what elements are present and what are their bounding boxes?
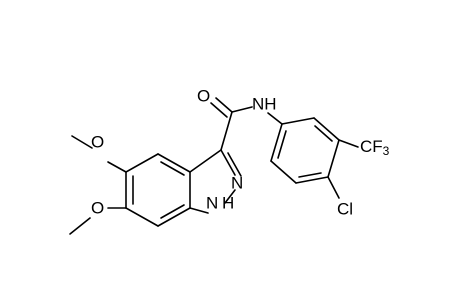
indazole-n1-label: N	[206, 193, 218, 212]
pyrazole-ring	[189, 149, 242, 214]
bond	[281, 117, 315, 125]
bond	[220, 111, 233, 151]
methoxy-oxygen-upper-label: O	[91, 132, 104, 151]
bond	[220, 149, 236, 176]
methyl-bond	[71, 135, 93, 149]
double-bond-inner	[160, 161, 185, 176]
bond	[270, 123, 283, 162]
double-bond-inner	[160, 204, 185, 219]
trifluoromethyl-subscript: 3	[383, 144, 390, 158]
carbonyl-double-bond	[210, 102, 228, 118]
bond	[157, 153, 191, 173]
carbonyl-double-bond	[215, 97, 233, 113]
bond	[224, 189, 236, 204]
methoxy-groups	[69, 135, 127, 235]
carbonyl-oxygen-label: O	[197, 86, 210, 105]
bond	[157, 207, 191, 227]
methoxy-oxygen-lower-label: O	[91, 198, 104, 217]
bond	[313, 117, 340, 141]
bond	[295, 176, 329, 184]
bond	[107, 161, 127, 173]
trifluoromethyl-label: CF3	[360, 137, 390, 158]
bond	[270, 160, 297, 184]
bond	[125, 153, 159, 173]
double-bond-inner	[298, 172, 322, 178]
double-bond-inner	[277, 130, 287, 159]
double-bond-inner	[314, 125, 333, 142]
bond-to-cl	[327, 176, 340, 199]
chlorine-label: Cl	[337, 199, 353, 218]
bond	[189, 149, 222, 173]
bond	[267, 112, 283, 125]
pyrazole-n-label: N	[231, 173, 243, 192]
methyl-bond	[69, 217, 91, 235]
bond	[189, 207, 209, 214]
indazole-benzene-ring	[125, 153, 191, 227]
bond	[327, 139, 340, 178]
carboxamide-group	[210, 97, 283, 151]
chlorotrifluoromethylphenyl-ring	[270, 117, 359, 199]
double-bond-inner	[227, 152, 242, 177]
bond	[231, 106, 253, 113]
trifluoromethyl-main-text: CF	[360, 137, 383, 156]
bond	[125, 207, 159, 227]
bond-to-cf3	[338, 139, 359, 148]
indazole-h-label: H	[222, 193, 234, 212]
amide-nh-label: NH	[252, 94, 277, 113]
